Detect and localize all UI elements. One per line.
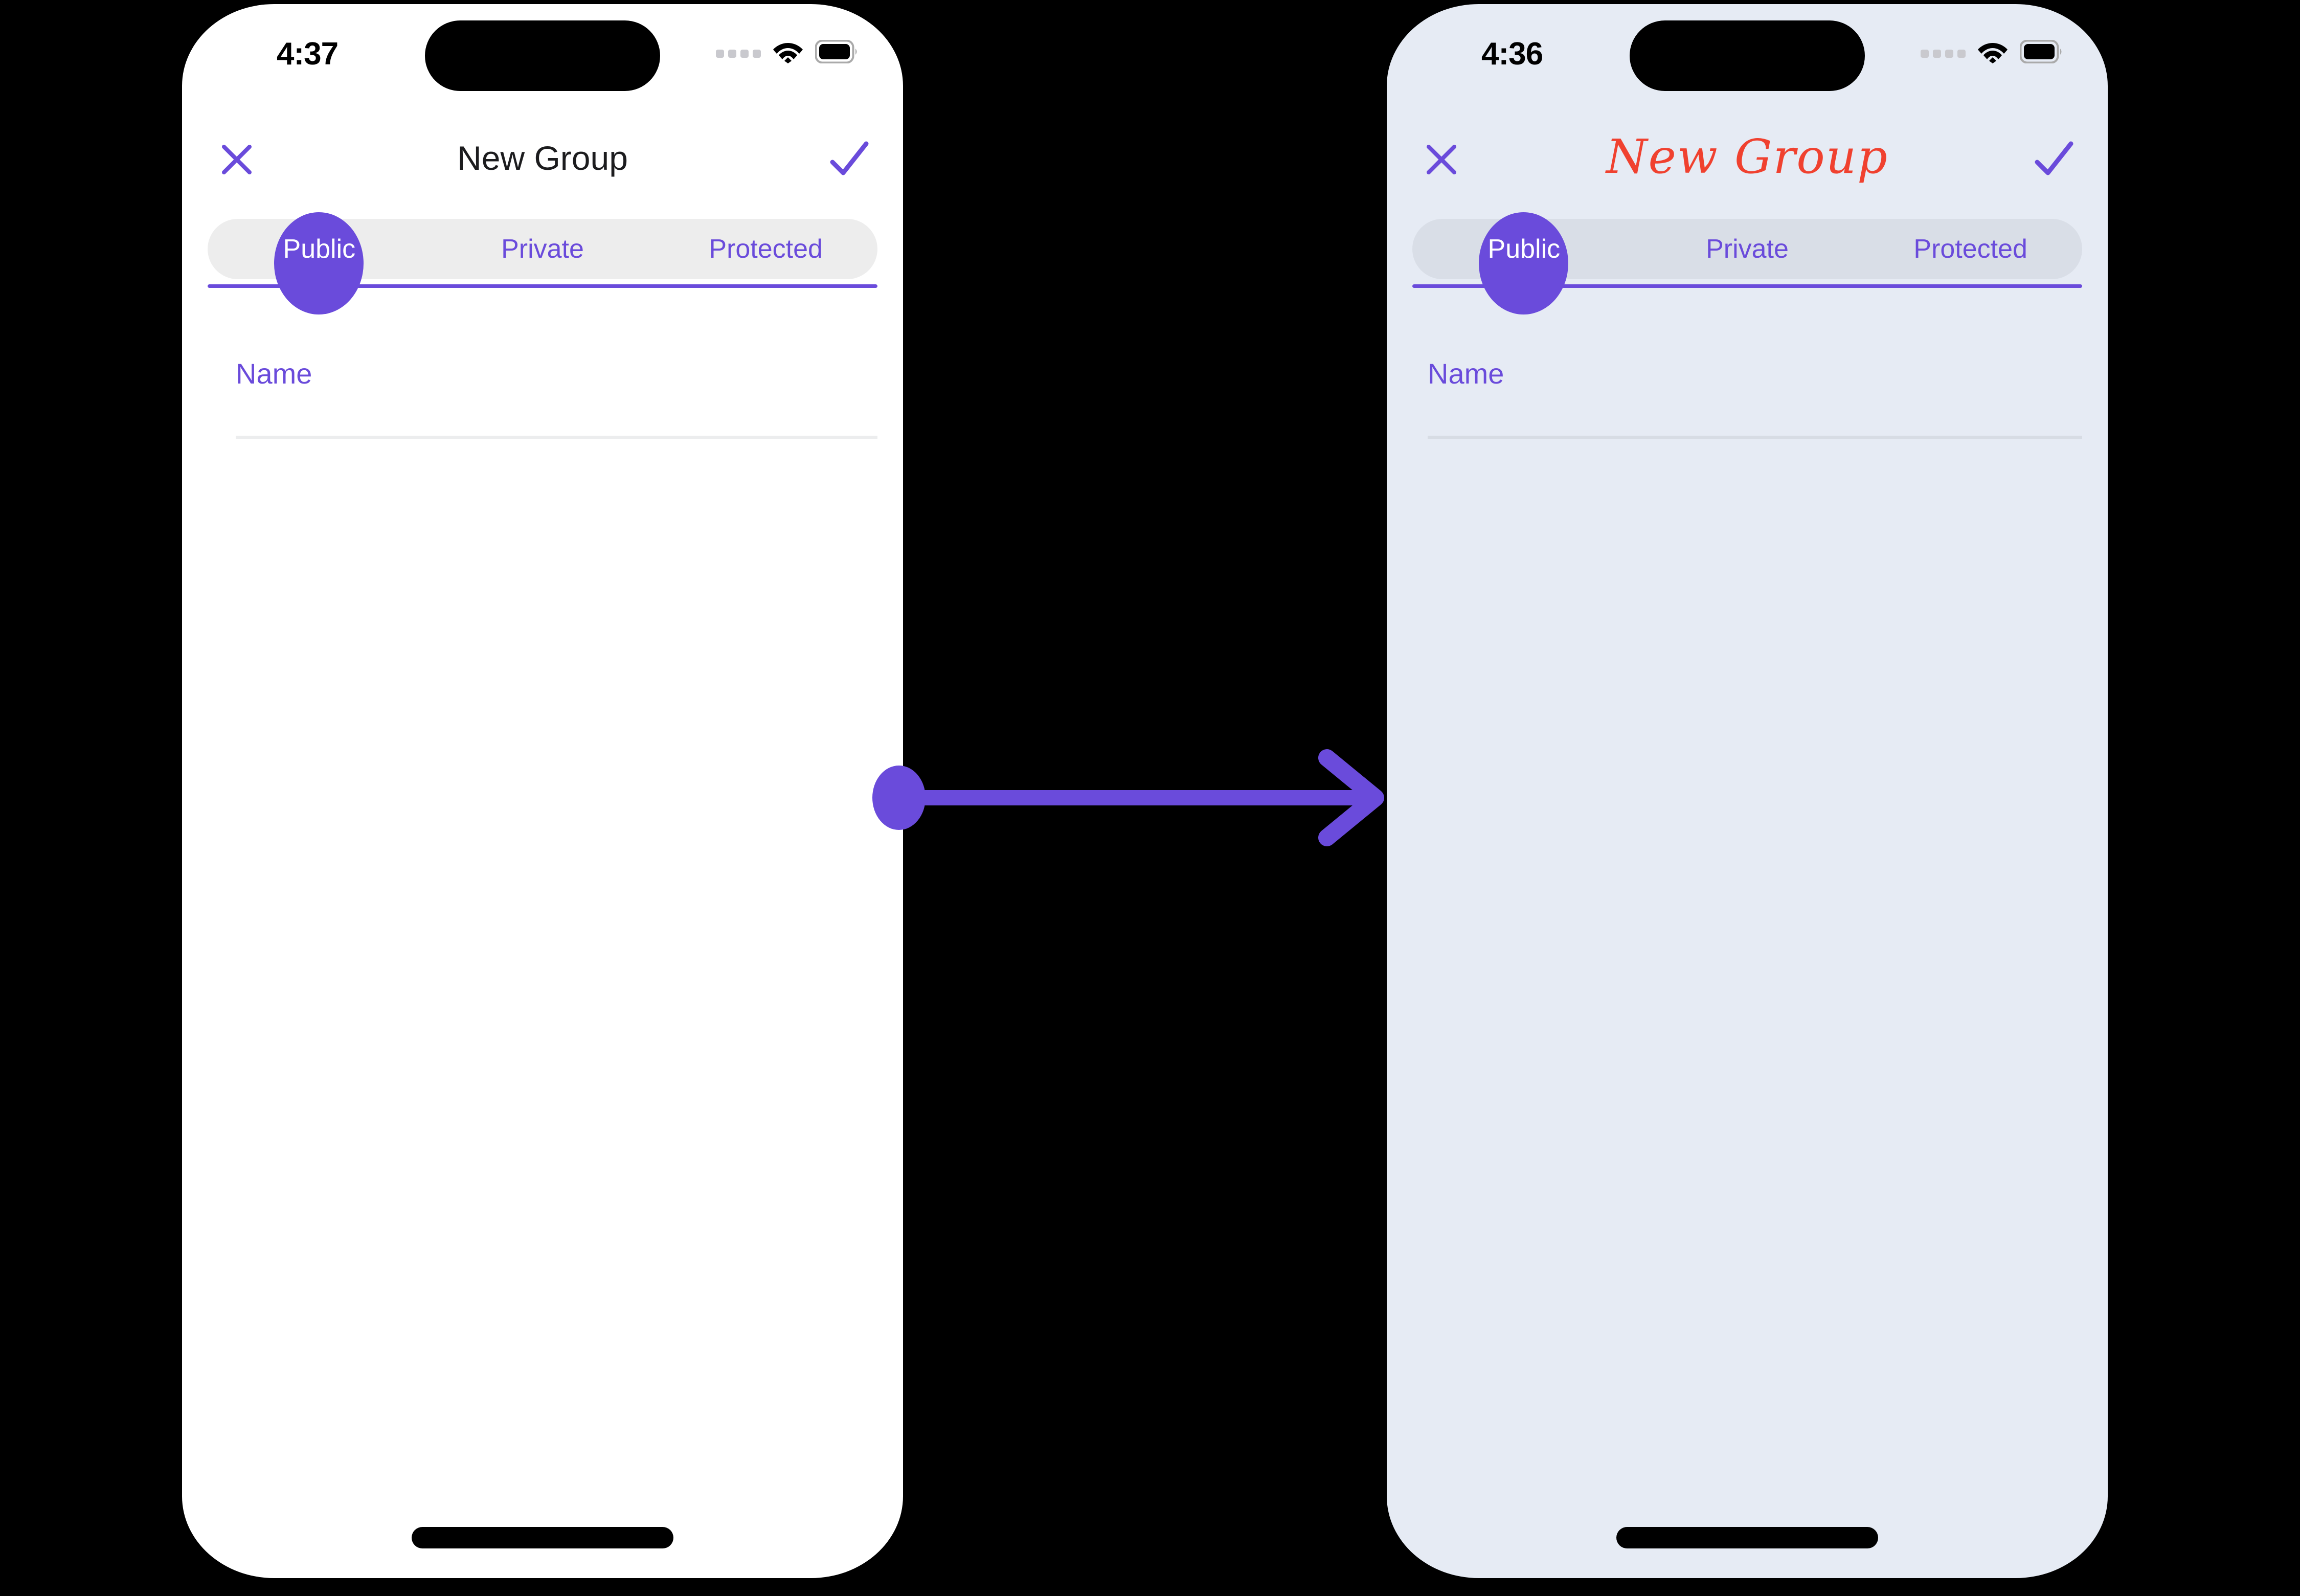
nav-bar: New Group — [1387, 129, 2108, 201]
phone-screen-before: 4:37 New Group Public — [182, 4, 903, 1578]
group-visibility-segmented-control[interactable]: Public Private Protected — [208, 212, 877, 314]
battery-full-icon — [815, 40, 857, 63]
wifi-icon — [1978, 43, 2008, 63]
dynamic-island — [425, 20, 660, 91]
signal-dots-icon — [716, 50, 761, 58]
dynamic-island — [1630, 20, 1865, 91]
segmented-underline — [1412, 284, 2082, 288]
segment-protected[interactable]: Protected — [1913, 234, 2027, 264]
status-indicators — [1921, 36, 2063, 68]
home-indicator — [1616, 1527, 1878, 1548]
checkmark-icon[interactable] — [2032, 137, 2076, 181]
name-field[interactable]: Name — [236, 342, 877, 439]
status-time: 4:36 — [1481, 36, 1543, 72]
status-indicators — [716, 36, 858, 68]
name-input-underline — [236, 436, 877, 439]
segment-private[interactable]: Private — [501, 234, 584, 264]
segmented-underline — [208, 284, 877, 288]
segment-private[interactable]: Private — [1706, 234, 1789, 264]
name-field[interactable]: Name — [1428, 342, 2082, 439]
wifi-icon — [773, 43, 803, 63]
group-visibility-segmented-control[interactable]: Public Private Protected — [1412, 212, 2082, 314]
close-x-icon[interactable] — [219, 142, 255, 177]
nav-bar: New Group — [182, 134, 903, 201]
battery-full-icon — [2020, 40, 2062, 63]
home-indicator — [412, 1527, 673, 1548]
status-time: 4:37 — [277, 36, 339, 72]
checkmark-icon[interactable] — [827, 137, 871, 181]
segmented-selected-indicator — [1479, 212, 1568, 314]
page-title: New Group — [457, 139, 628, 177]
phone-screen-after: 4:36 New Group Public — [1387, 4, 2108, 1578]
segment-public[interactable]: Public — [283, 234, 356, 264]
segmented-selected-indicator — [274, 212, 364, 314]
name-input-underline — [1428, 436, 2082, 439]
arrow-right-icon — [872, 749, 1384, 846]
name-input-placeholder[interactable]: Name — [1428, 357, 1504, 390]
name-input-placeholder[interactable]: Name — [236, 357, 312, 390]
segment-public[interactable]: Public — [1487, 234, 1561, 264]
status-bar: 4:37 — [182, 4, 903, 106]
status-bar: 4:36 — [1387, 4, 2108, 106]
page-title: New Group — [1606, 129, 1888, 184]
signal-dots-icon — [1921, 50, 1966, 58]
close-x-icon[interactable] — [1424, 142, 1459, 177]
segment-protected[interactable]: Protected — [709, 234, 823, 264]
